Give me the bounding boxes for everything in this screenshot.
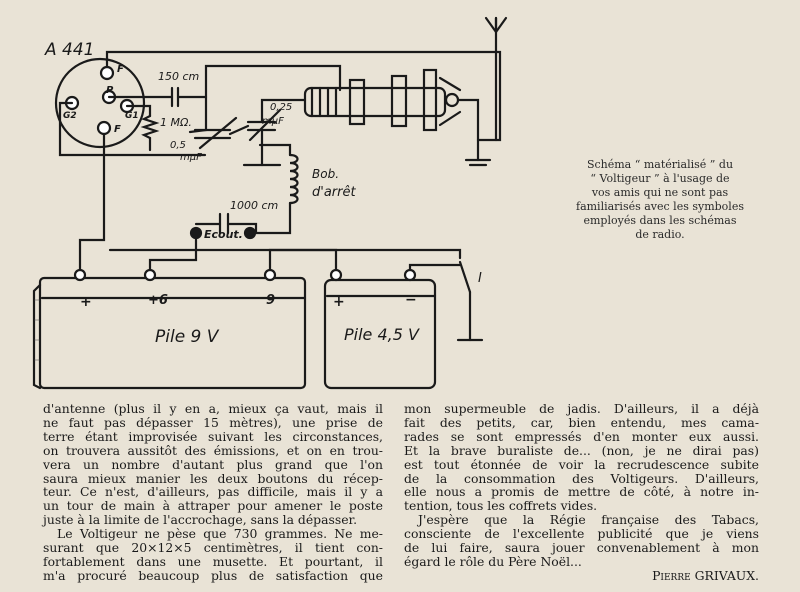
text-line: m'a procuré beaucoup plus de satisfactio… bbox=[43, 567, 383, 583]
tube-socket bbox=[54, 57, 146, 149]
capacitor-0-5-label: 0,5 bbox=[170, 140, 186, 151]
pin-g2: G2 bbox=[63, 111, 77, 121]
capacitor-0-25-unit: mμF bbox=[262, 116, 284, 127]
pile9-nine: 9 bbox=[266, 293, 275, 308]
text-line: teur. Ce n'est, d'ailleurs, pas difficil… bbox=[43, 484, 383, 500]
right-column: mon supermeuble de jadis. D'ailleurs, il… bbox=[404, 402, 759, 583]
pile45-label: Pile 4,5 V bbox=[344, 325, 420, 344]
text-line: surant que 20×12×5 centimètres, il tient… bbox=[43, 540, 383, 556]
text-line: un tour de main à attraper pour amener l… bbox=[43, 498, 383, 514]
text-line: saura mieux manier les deux boutons du r… bbox=[43, 470, 383, 486]
battery-9v bbox=[38, 276, 307, 390]
caption-line: de radio. bbox=[635, 228, 685, 241]
choke-label-1: Bob. bbox=[312, 167, 339, 181]
text-line: terre étant improvisée suivant les circo… bbox=[43, 428, 383, 444]
text-line: égard le rôle du Père Noël... bbox=[404, 553, 582, 569]
pile9-label: Pile 9 V bbox=[155, 327, 220, 347]
pin-f-bottom: F bbox=[114, 124, 121, 135]
text-line: fait des petits, car, bien entendu, mes … bbox=[404, 414, 759, 430]
pin-g1: G1 bbox=[125, 111, 139, 121]
text-line: rades se sont empressés d'en monter eux … bbox=[404, 428, 759, 444]
left-column: d'antenne (plus il y en a, mieux ça vaut… bbox=[43, 402, 383, 583]
text-line: tention, tous les coffrets vides. bbox=[404, 498, 598, 514]
pile45-plus: + bbox=[333, 294, 345, 310]
text-line: on trouvera aussitôt des émissions, et o… bbox=[43, 442, 383, 458]
text-line: Le Voltigeur ne pèse que 730 grammes. Ne… bbox=[57, 526, 383, 542]
text-line: juste à la limite de l'accrochage, sans … bbox=[43, 512, 358, 528]
phones-label: Ecout. bbox=[204, 228, 243, 241]
text-line: de la consommation des Voltigeurs. D'ail… bbox=[404, 470, 759, 486]
schematic-diagram: A 441 F P G2 G1 F 150 cm 1 MΩ. 0,5 mμF 0… bbox=[32, 16, 508, 390]
text-line: consciente de l'excellente publicité que… bbox=[404, 526, 759, 542]
pile45-minus: − bbox=[405, 292, 417, 308]
text-line: est tout étonnée de voir la recrudescenc… bbox=[404, 456, 759, 472]
caption-line: Schéma “ matérialisé ” du bbox=[586, 158, 734, 171]
battery-4-5v bbox=[323, 278, 437, 390]
caption-line: “ Voltigeur ” à l'usage de bbox=[590, 172, 730, 185]
text-line: d'antenne (plus il y en a, mieux ça vaut… bbox=[43, 401, 383, 416]
text-line: elle nous a promis de mettre de côté, à … bbox=[404, 484, 759, 500]
pile9-plus6: +6 bbox=[148, 293, 168, 308]
caption-line: vos amis qui ne sont pas bbox=[591, 186, 729, 199]
capacitor-0-5-unit: mμF bbox=[180, 152, 202, 163]
figure-caption: Schéma “ matérialisé ” du “ Voltigeur ” … bbox=[540, 158, 780, 242]
text-line: fortablement dans une musette. Et pourta… bbox=[43, 553, 383, 569]
text-line: ne faut pas dépasser 15 mètres), une pri… bbox=[43, 414, 383, 430]
text-line: vera un nombre d'autant plus grand que l… bbox=[43, 456, 383, 472]
capacitor-0-25-label: 0,25 bbox=[270, 102, 292, 113]
author-signature: Pierre GRIVAUX. bbox=[652, 567, 759, 583]
text-line: J'espère que la Régie française des Taba… bbox=[418, 512, 759, 528]
text-line: mon supermeuble de jadis. D'ailleurs, il… bbox=[404, 401, 759, 416]
capacitor-150cm-label: 150 cm bbox=[158, 70, 199, 83]
capacitor-1000cm-label: 1000 cm bbox=[230, 199, 278, 212]
pile9-plus: + bbox=[80, 294, 92, 310]
text-line: de lui faire, saura jouer convenablement… bbox=[404, 540, 759, 556]
text-line: Et la brave buraliste de... (non, je ne … bbox=[404, 442, 759, 458]
switch-label: I bbox=[478, 271, 482, 286]
tube-label: A 441 bbox=[44, 40, 94, 60]
caption-line: employés dans les schémas bbox=[583, 214, 737, 227]
choke-label-2: d'arrêt bbox=[312, 185, 356, 200]
pin-p: P bbox=[106, 85, 114, 96]
resistor-label: 1 MΩ. bbox=[160, 116, 192, 129]
caption-line: familiarisés avec les symboles bbox=[576, 200, 744, 213]
pin-f-top: F bbox=[117, 64, 124, 75]
